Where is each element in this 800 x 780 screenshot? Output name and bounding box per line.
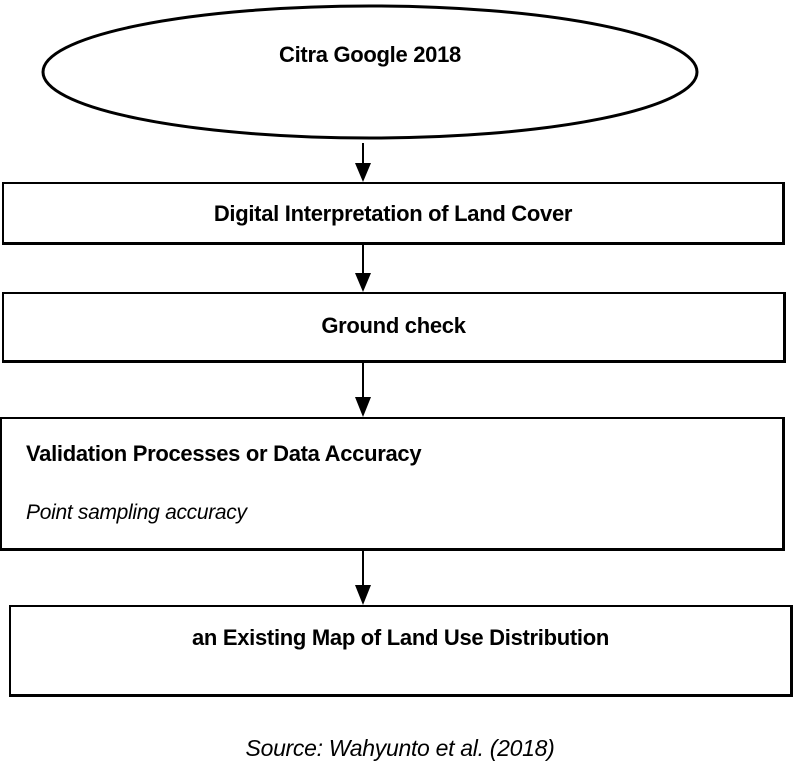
step-label: Ground check (321, 313, 466, 338)
step-label: Digital Interpretation of Land Cover (213, 201, 573, 226)
arrow-down-icon (355, 143, 371, 182)
start-node: Citra Google 2018 (40, 2, 700, 142)
step-sublabel: Point sampling accuracy (26, 501, 247, 524)
step-ground-check: Ground check (2, 292, 786, 363)
arrow-down-icon (355, 245, 371, 292)
source-caption: Source: Wahyunto et al. (2018) (245, 735, 555, 761)
step-label: Validation Processes or Data Accuracy (26, 441, 422, 466)
arrow-down-icon (355, 551, 371, 605)
start-node-label: Citra Google 2018 (279, 42, 461, 67)
step-existing-map: an Existing Map of Land Use Distribution (9, 605, 793, 697)
arrow-down-icon (355, 363, 371, 417)
step-label: an Existing Map of Land Use Distribution (191, 625, 610, 650)
step-validation: Validation Processes or Data Accuracy Po… (0, 417, 785, 551)
start-ellipse-shape (41, 4, 699, 140)
step-digital-interpretation: Digital Interpretation of Land Cover (2, 182, 785, 245)
